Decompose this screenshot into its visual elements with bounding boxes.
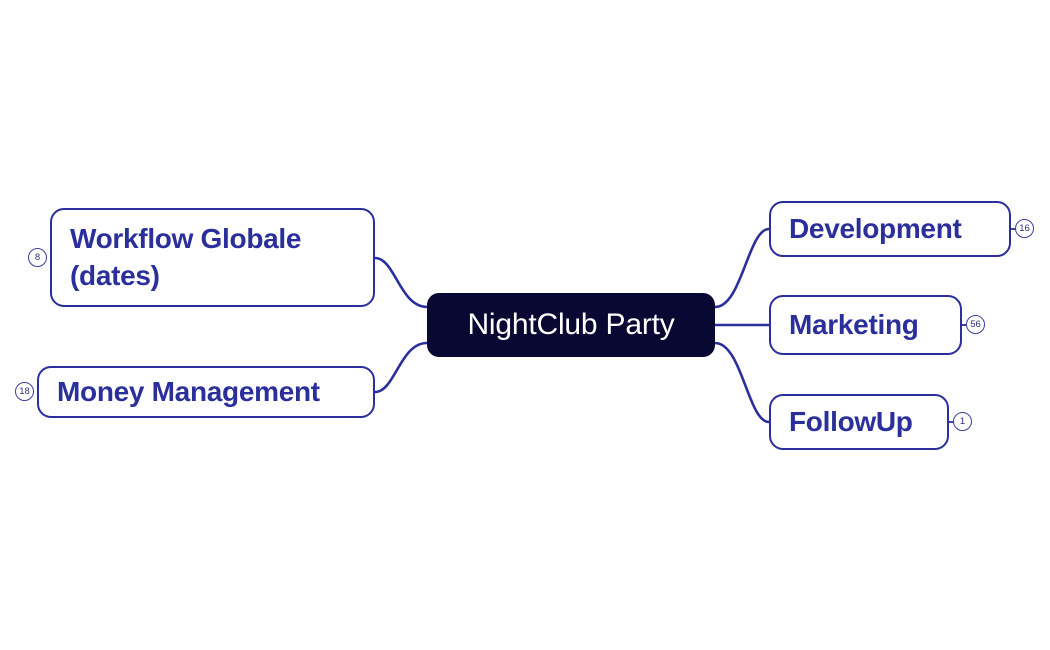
- badge-count-label: 16: [1019, 222, 1030, 234]
- child-count-badge-development[interactable]: 16: [1015, 219, 1034, 238]
- mindmap-branch-node-followup[interactable]: FollowUp: [769, 394, 949, 450]
- child-count-badge-followup[interactable]: 1: [953, 412, 972, 431]
- branch-node-label: Marketing: [789, 308, 919, 340]
- mindmap-branch-node-development[interactable]: Development: [769, 201, 1011, 257]
- badge-count-label: 8: [34, 251, 41, 263]
- branch-node-label: Development: [789, 212, 962, 244]
- mindmap-branch-node-money-management[interactable]: Money Management: [37, 366, 375, 418]
- badge-count-label: 1: [959, 415, 966, 427]
- mindmap-branch-node-workflow-globale[interactable]: Workflow Globale (dates): [50, 208, 375, 307]
- mindmap-branch-node-marketing[interactable]: Marketing: [769, 295, 962, 355]
- branch-node-label: Money Management: [57, 375, 320, 407]
- edge-followup: [714, 341, 770, 424]
- child-count-badge-marketing[interactable]: 56: [966, 315, 985, 334]
- badge-count-label: 18: [19, 385, 30, 397]
- edge-money: [374, 341, 428, 394]
- child-count-badge-workflow-globale[interactable]: 8: [28, 248, 47, 267]
- child-count-badge-money-management[interactable]: 18: [15, 382, 34, 401]
- edge-workflow: [374, 256, 428, 309]
- branch-node-label: Workflow Globale (dates): [70, 222, 302, 291]
- root-node-label: NightClub Party: [467, 308, 675, 341]
- branch-node-label: FollowUp: [789, 405, 913, 437]
- edge-development: [714, 227, 770, 309]
- badge-count-label: 56: [970, 318, 981, 330]
- mindmap-root-node[interactable]: NightClub Party: [427, 293, 715, 357]
